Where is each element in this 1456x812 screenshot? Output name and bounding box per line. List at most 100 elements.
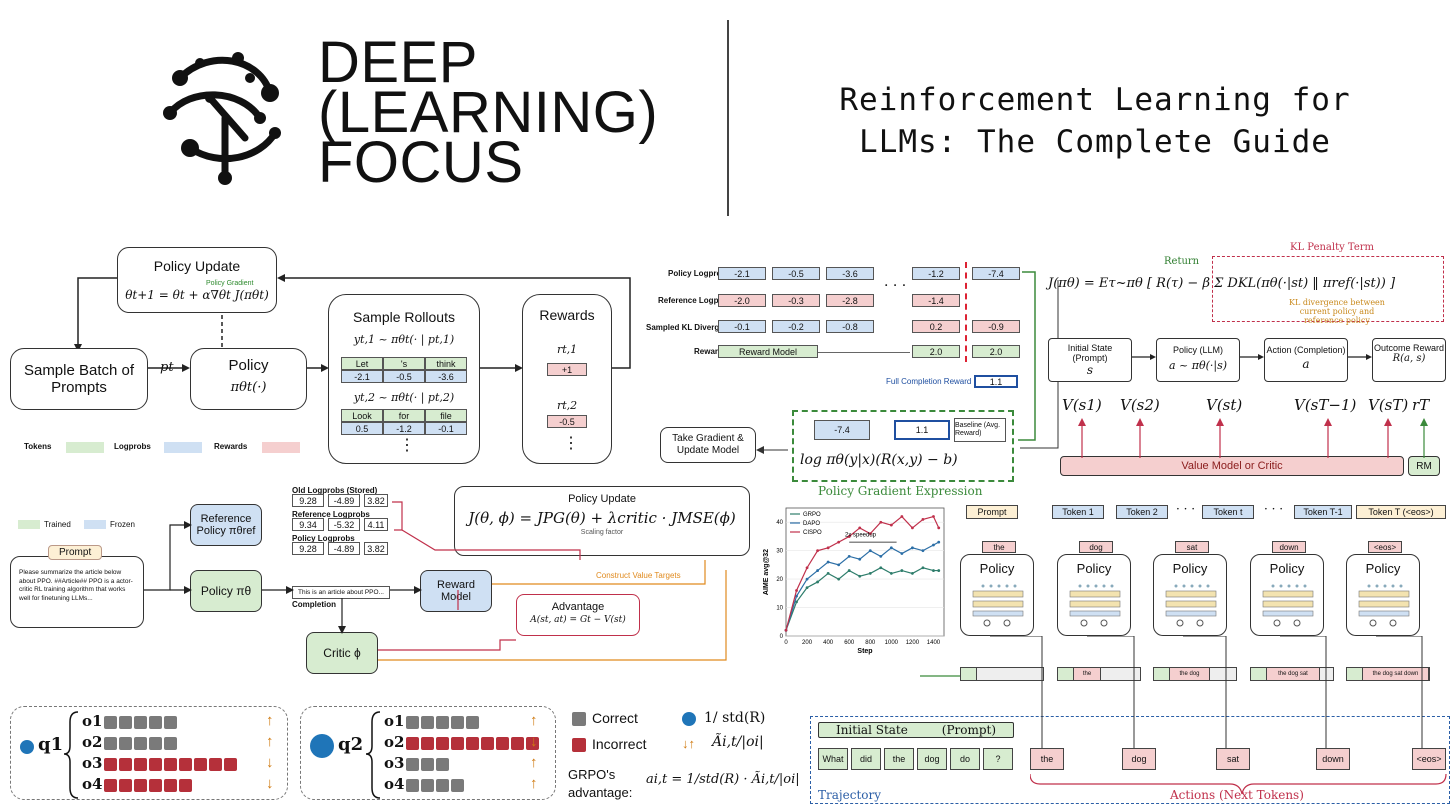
data-point [826,546,830,550]
advantage-formula: A(st, at) = Gt − V(st) [530,615,626,625]
policy-card: Policy [1346,554,1420,636]
x-tick-label: 600 [844,640,855,646]
actions-brace [1030,773,1447,795]
legend-correct-swatch [572,712,586,726]
token-ellipsis-2: · · · [1264,502,1284,516]
data-point [858,526,862,530]
data-point [879,566,883,570]
speedup-annotation: 2x speedup [845,532,877,538]
critic-label: Critic ϕ [323,646,361,660]
data-point [858,574,862,578]
policy-output-token: <eos> [1368,541,1402,553]
q1-output-row [104,735,179,754]
objective-formula: J(πθ) = Eτ~πθ [ R(τ) − β Σ DKL(πθ(·|st) … [1048,276,1396,291]
policy-card-title: Policy [1365,561,1401,576]
ref-logprobs-label: Reference Logprobs [292,510,370,519]
correct-token [149,716,162,729]
incorrect-token [421,737,434,750]
value-label: V(sT) [1368,396,1409,414]
incorrect-token [209,758,222,771]
policy-card-title: Policy [979,561,1015,576]
pol-logprob-3: 3.82 [364,542,388,555]
rm-label: RM [1416,460,1432,472]
token-T: Token T (<eos>) [1356,505,1446,519]
full-completion-reward-value: 1.1 [974,375,1018,388]
scaled-label: Ãi,t/|oi| [712,734,764,750]
data-point [868,532,872,535]
x-tick-label: 200 [802,640,813,646]
page-title-line-1: Reinforcement Learning for [839,82,1351,118]
old-logprob-2: -4.89 [328,494,360,507]
transformer-icon [1066,583,1124,631]
data-point [911,526,914,530]
ppo-prompt-badge: Prompt [48,545,103,560]
full-completion-reward-label: Full Completion Reward [886,377,972,386]
value-label: V(s1) [1062,396,1102,414]
q2-output-row [406,756,451,775]
value-label: V(s2) [1120,396,1160,414]
policy-card: Policy [960,554,1034,636]
rewards-title: Rewards [539,307,595,323]
kl-row-label-reward: Reward [694,347,723,356]
x-tick-label: 1200 [906,640,920,646]
mdp-policy-label: Policy (LLM) [1172,345,1223,355]
correct-token [119,716,132,729]
actions-label: Actions (Next Tokens) [1170,788,1304,802]
q1-output-label: o1 [82,712,103,730]
value-label: rT [1412,396,1430,414]
data-point [858,557,862,561]
action-token: dog [1122,748,1156,770]
data-point [868,549,872,553]
construct-value-targets: Construct Value Targets [596,571,681,580]
transformer-icon [969,583,1027,631]
token-t: Token t [1202,505,1254,519]
y-tick-label: 40 [776,520,783,526]
incorrect-token [179,779,192,792]
kl-div-3: -0.8 [826,320,874,333]
kl-ref-4: -1.4 [912,294,960,307]
action-token: <eos> [1412,748,1446,770]
brand-line-1: DEEP [318,30,478,95]
q1-output-row [104,714,179,733]
pg-logprob-cell: -7.4 [814,420,870,440]
context-token-segment: the dog [1170,668,1210,680]
rollout-1-token-1: Let [341,357,383,370]
std-label: 1/ std(R) [704,710,766,726]
q1-label: q1 [38,734,64,755]
mdp-action-symbol: a [1302,357,1310,371]
old-logprob-1: 9.28 [292,494,324,507]
data-point [826,572,830,575]
prompt-word: What [818,748,848,770]
policy-output-token: the [982,541,1016,553]
ppo-reward-model-label: Reward Model [437,579,475,603]
policy-card-title: Policy [1076,561,1112,576]
data-point [937,540,941,544]
ppo-update-title: Policy Update [568,493,636,505]
context-token-segment: the [1074,668,1101,680]
pol-logprobs-label: Policy Logprobs [292,534,355,543]
incorrect-token [149,758,162,771]
advantage-arrow-icon: ↑ [530,712,538,729]
correct-token [436,779,449,792]
mdp-reward-symbol: R(a, s) [1392,353,1426,364]
kl-div-5: -0.9 [972,320,1020,333]
rollout-1-formula: yt,1 ~ πθt(· | pt,1) [353,333,455,346]
reward-2-value: -0.5 [547,415,587,428]
rollout-1-logprob-3: -3.6 [425,370,467,383]
incorrect-token [119,779,132,792]
q1-output-label: o2 [82,733,103,751]
q-braces [366,711,381,799]
rollout-1-logprob-2: -0.5 [383,370,425,383]
kl-policy-3: -3.6 [826,267,874,280]
q2-label: q2 [338,734,364,755]
kl-policy-2: -0.5 [772,267,820,280]
ppo-policy-label: Policy πθ [200,584,252,598]
data-point [816,569,819,572]
data-point [795,589,798,592]
rollout-2-logprob-1: 0.5 [341,422,383,435]
data-point [879,554,883,558]
data-point [879,520,883,524]
ref-logprob-1: 9.34 [292,518,324,531]
q2-output-label: o1 [384,712,405,730]
